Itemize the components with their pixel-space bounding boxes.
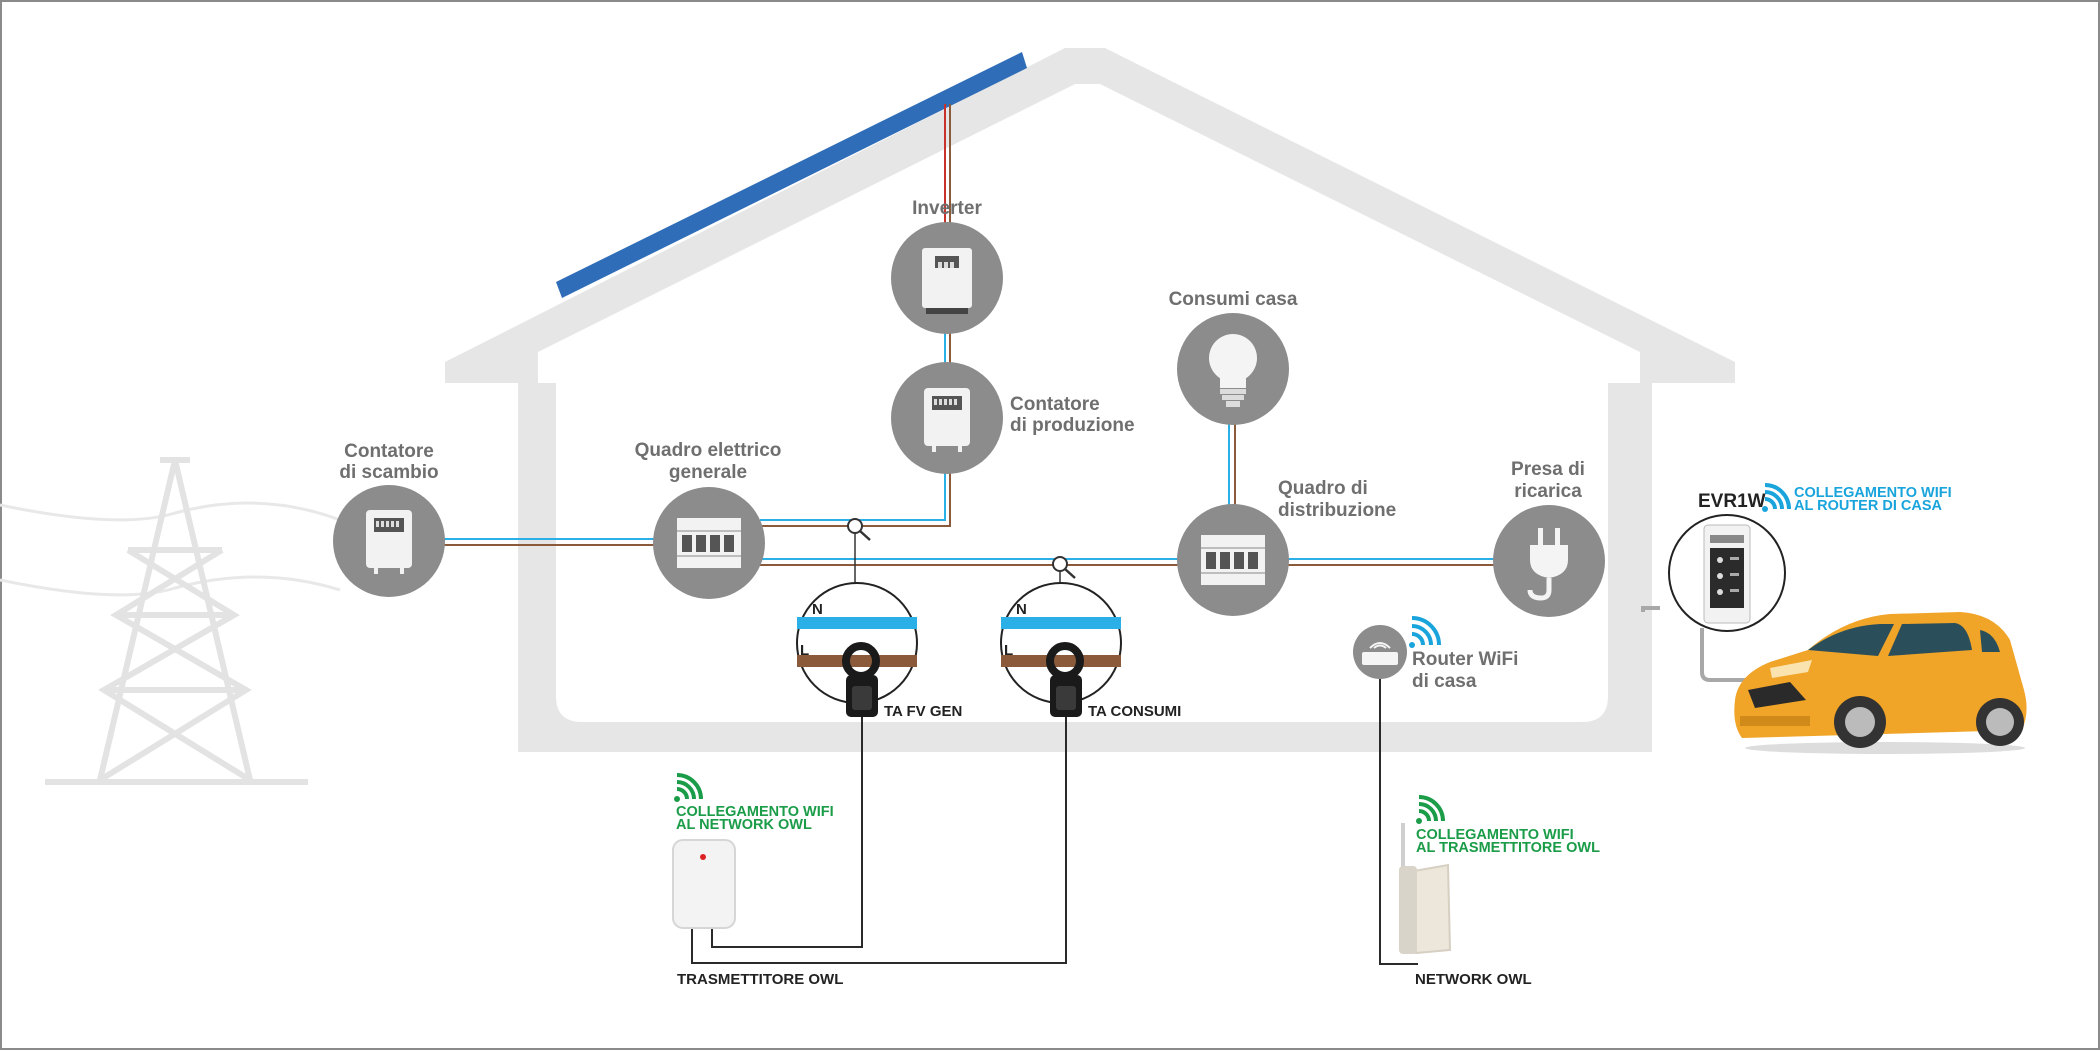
light-bulb-icon [1209, 334, 1257, 407]
solar-panel [556, 52, 1027, 298]
wifi-router-label-2: AL ROUTER DI CASA [1794, 498, 1942, 514]
distribution-panel-node [1177, 504, 1289, 616]
wire-charger-car [1700, 628, 1760, 682]
network-label: NETWORK OWL [1415, 971, 1532, 988]
main-panel-label-2: generale [669, 462, 747, 483]
meter-icon [924, 388, 970, 452]
home-consumption-node [1177, 313, 1289, 425]
wifi-icon [1416, 795, 1445, 824]
wifi-network-label-2: AL NETWORK OWL [676, 817, 812, 833]
router-label-2: di casa [1412, 671, 1477, 692]
inverter-label: Inverter [912, 198, 982, 219]
grid-meter-label-2: di scambio [339, 462, 438, 483]
production-meter-label: Contatore [1010, 394, 1100, 415]
house-right-pillar [1608, 383, 1652, 728]
house-floor [518, 722, 1652, 752]
wire-charger-socket [1641, 606, 1660, 612]
wire-clamp-consumi-transmitter [691, 717, 1067, 964]
clamp-l-label: L [1004, 642, 1013, 659]
wire-production-n [760, 470, 946, 521]
production-meter-node [891, 362, 1003, 474]
wifi-icon [674, 773, 703, 802]
router-label: Router WiFi [1412, 649, 1518, 670]
wifi-transmitter-label: COLLEGAMENTO WIFI [1416, 827, 1574, 843]
owl-transmitter [672, 839, 736, 929]
inverter-node [891, 222, 1003, 334]
main-panel-label: Quadro elettrico [635, 440, 782, 461]
clamp-n-label: N [1016, 601, 1027, 618]
ta-fv-gen-label: TA FV GEN [884, 703, 962, 720]
plug-icon [1527, 528, 1568, 601]
house-outline [445, 48, 1735, 752]
wire-router-network [1379, 679, 1418, 965]
wifi-icon [1409, 616, 1441, 648]
production-meter-label-2: di produzione [1010, 415, 1135, 436]
wifi-icon [1762, 483, 1791, 512]
charging-socket-node [1493, 505, 1605, 617]
clamp-consumi: N L [1000, 582, 1122, 717]
charging-socket-label-2: ricarica [1514, 481, 1582, 502]
breaker-panel-icon [677, 518, 741, 568]
charger-device [1703, 524, 1751, 624]
wifi-router-label: COLLEGAMENTO WIFI [1794, 485, 1952, 501]
wire-production-l [760, 470, 951, 527]
home-consumption-label: Consumi casa [1169, 289, 1298, 310]
wifi-network-label: COLLEGAMENTO WIFI [676, 804, 834, 820]
power-pylon [45, 457, 308, 785]
wifi-transmitter-label-2: AL TRASMETTITORE OWL [1416, 840, 1600, 856]
meter-icon [366, 510, 412, 574]
router-icon [1362, 642, 1398, 665]
router-node [1353, 625, 1407, 679]
electric-car [1734, 612, 2027, 754]
current-clamp-icon [1046, 642, 1084, 717]
charging-socket-label: Presa di [1511, 459, 1585, 480]
clamp-n-label: N [812, 601, 823, 618]
grid-meter-label: Contatore [344, 441, 434, 462]
distribution-panel-label-2: distribuzione [1278, 500, 1396, 521]
ta-consumi-label: TA CONSUMI [1088, 703, 1181, 720]
clamp-l-label: L [800, 642, 809, 659]
grid-meter-node [333, 485, 445, 597]
inverter-icon [922, 248, 972, 314]
main-panel-node [653, 487, 765, 599]
magnifier-icon [847, 518, 871, 588]
owl-network [1399, 823, 1452, 955]
power-cables [0, 501, 341, 597]
current-clamp-icon [842, 642, 880, 717]
wire-clamp-fv-transmitter [711, 717, 863, 948]
distribution-panel-label: Quadro di [1278, 478, 1368, 499]
clamp-fv-gen: N L [796, 582, 918, 717]
breaker-panel-icon [1201, 535, 1265, 585]
transmitter-label: TRASMETTITORE OWL [677, 971, 843, 988]
evr1w-label: EVR1W [1698, 491, 1766, 512]
house-left-pillar [518, 383, 556, 728]
